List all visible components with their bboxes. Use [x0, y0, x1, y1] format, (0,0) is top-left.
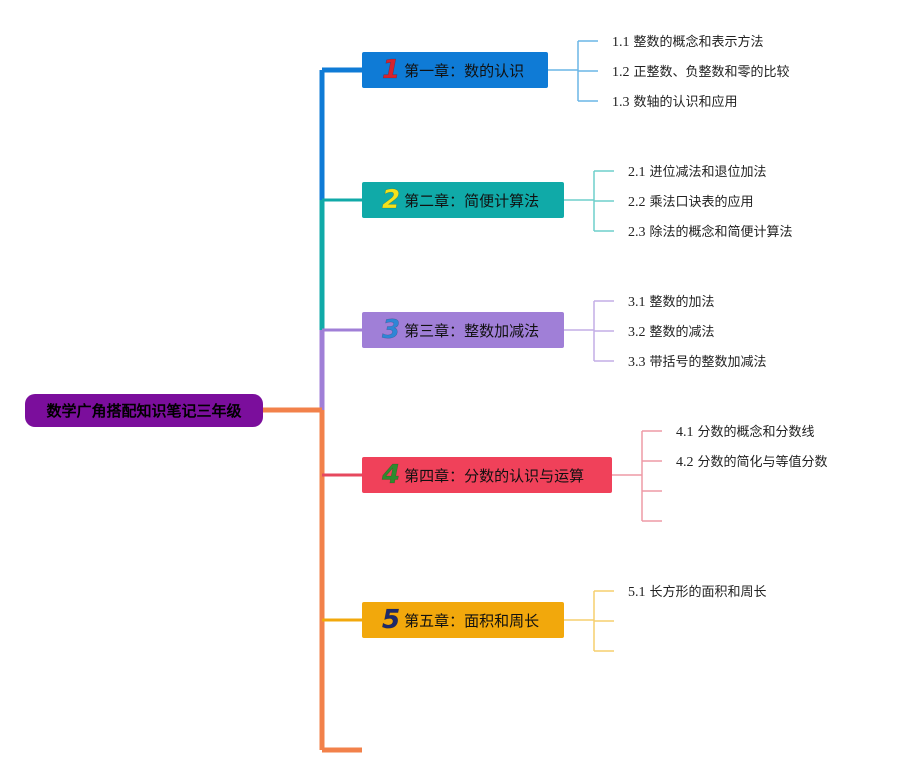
topic-label: 带括号的整数加减法 [649, 355, 767, 370]
topic-number: 3.1 [628, 295, 646, 310]
topic-label: 整数的概念和表示方法 [633, 35, 764, 50]
topic-number: 3.3 [628, 355, 646, 370]
root-node[interactable]: 数学广角搭配知识笔记三年级 [25, 394, 263, 427]
topic-number: 3.2 [628, 325, 646, 340]
topic-number: 2.1 [628, 165, 646, 180]
topic-number: 2.2 [628, 195, 646, 210]
chapter-title: 第一章：数的认识 [404, 61, 525, 80]
topic-label: 进位减法和退位加法 [649, 165, 767, 180]
topic-number: 4.2 [676, 455, 694, 470]
root-label: 数学广角搭配知识笔记三年级 [46, 402, 242, 420]
topic-label: 除法的概念和简便计算法 [649, 225, 793, 240]
chapter-number: 4 [382, 460, 401, 490]
topic-number: 5.1 [628, 585, 646, 600]
topic-label: 长方形的面积和周长 [649, 585, 767, 600]
chapter-title: 第三章：整数加减法 [404, 321, 540, 340]
topic-label: 正整数、负整数和零的比较 [633, 65, 790, 80]
chapter-number: 2 [382, 185, 401, 215]
topic-number: 1.1 [612, 35, 630, 50]
topic-number: 1.2 [612, 65, 630, 80]
topic-label: 数轴的认识和应用 [633, 95, 738, 110]
chapter-title: 第四章：分数的认识与运算 [404, 466, 585, 485]
topic-number: 4.1 [676, 425, 694, 440]
topic-label: 分数的简化与等值分数 [697, 455, 828, 470]
topic-label: 整数的加法 [649, 295, 715, 310]
chapter-number: 5 [382, 605, 401, 635]
topic-label: 分数的概念和分数线 [697, 425, 815, 440]
topic-number: 1.3 [612, 95, 630, 110]
chapter-title: 第五章：面积和周长 [404, 611, 540, 630]
topic-label: 乘法口诀表的应用 [649, 195, 754, 210]
chapter-title: 第二章：简便计算法 [404, 191, 540, 210]
chapter-number: 3 [382, 315, 401, 345]
chapter-number: 1 [382, 55, 401, 85]
topic-number: 2.3 [628, 225, 646, 240]
topic-label: 整数的减法 [649, 325, 715, 340]
